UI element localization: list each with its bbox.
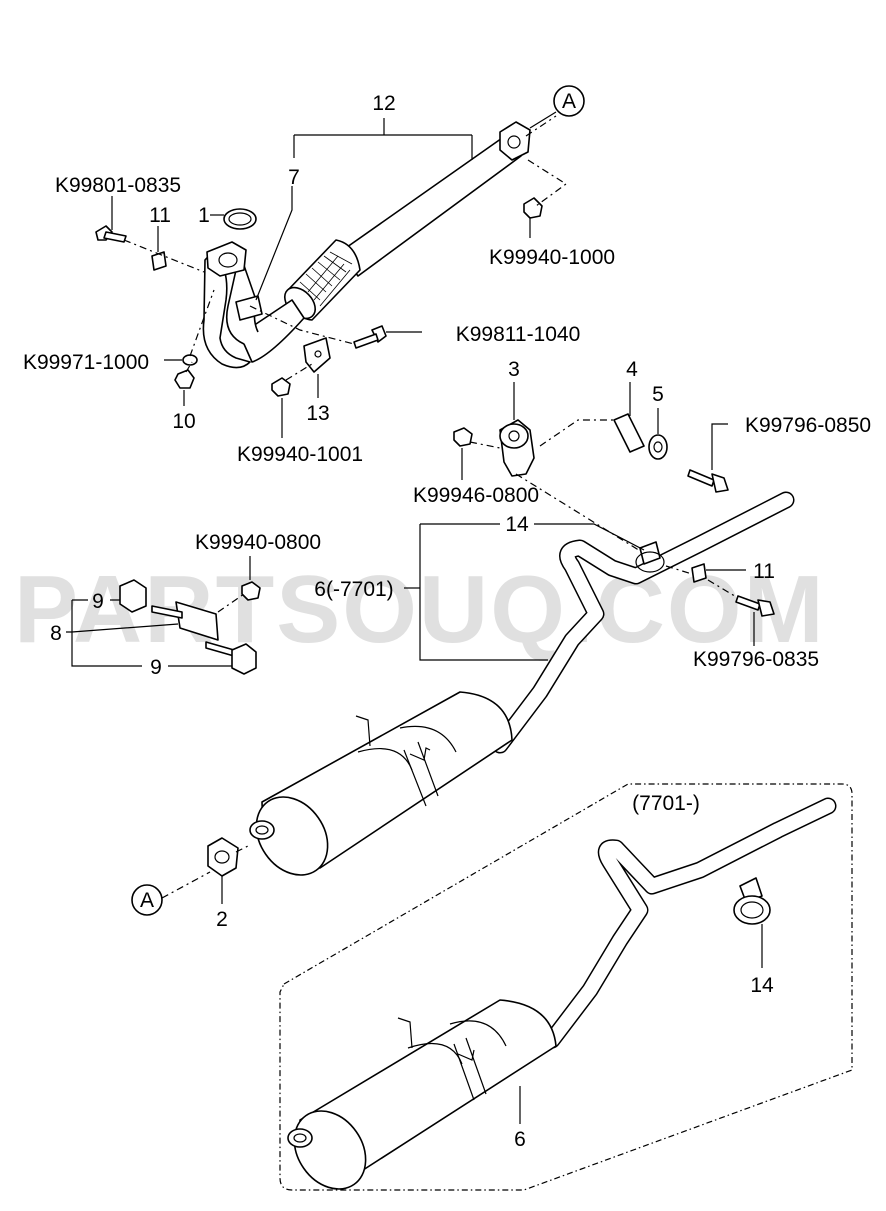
- part-number-k99940-1000: K99940-1000: [489, 246, 615, 269]
- reference-circle-a-bottom: [131, 884, 163, 916]
- callout-3: 3: [508, 358, 520, 381]
- callout-7: 7: [288, 166, 300, 189]
- washer-k99971-1000: [182, 354, 198, 366]
- callout-11-top: 11: [149, 204, 171, 227]
- assembly-line: [161, 871, 211, 899]
- assembly-line: [185, 361, 193, 373]
- gasket-ring-1: [223, 208, 257, 230]
- rubber-9-top: [119, 579, 147, 613]
- rubber-9-bottom: [231, 643, 257, 675]
- watermark-text: PARTSOUQ.COM: [14, 556, 826, 663]
- callout-14-bottom: 14: [750, 974, 774, 997]
- callout-13: 13: [306, 402, 329, 425]
- callout-4: 4: [626, 358, 638, 381]
- assembly-line: [539, 419, 614, 447]
- clamp-14-new: [733, 877, 771, 925]
- pin-4: [613, 413, 645, 453]
- leader-lines: [66, 111, 763, 1124]
- muffler-assembly-new: [287, 797, 837, 1190]
- new-model-dashed-boundary: [279, 783, 853, 1191]
- gasket-flange-2: [207, 837, 239, 877]
- assembly-line: [249, 305, 355, 345]
- washer-5: [648, 434, 668, 460]
- reference-circle-a-top: [553, 85, 585, 117]
- assembly-line: [665, 565, 739, 599]
- bolt-k99796-0835: [735, 595, 775, 617]
- callout-9-top: 9: [92, 590, 104, 613]
- nut-k99940-1001: [271, 377, 291, 397]
- callout-11-right: 11: [753, 560, 775, 583]
- assembly-line: [525, 115, 557, 137]
- callout-7701-new: (7701-): [632, 792, 700, 815]
- part-number-k99796-0835: K99796-0835: [693, 648, 819, 671]
- nut-k99940-1000: [523, 197, 543, 219]
- gasket-flange-2-hole: [214, 850, 230, 864]
- front-pipe-assembly: [202, 121, 531, 373]
- hanger-bracket-8: [151, 601, 235, 657]
- rubber-hanger-3: [499, 419, 535, 477]
- bolt-k99811-1040: [353, 325, 387, 349]
- nut-10: [174, 369, 195, 389]
- bolt-k99801-0835: [95, 225, 127, 243]
- gasket-ring-1-inner: [228, 212, 252, 226]
- callout-9-bottom: 9: [150, 656, 162, 679]
- part-number-k99940-0800: K99940-0800: [195, 531, 321, 554]
- bolt-k99796-0850: [687, 469, 729, 493]
- muffler-assembly-old: [249, 491, 795, 876]
- part-number-k99796-0850: K99796-0850: [745, 414, 871, 437]
- callout-1: 1: [198, 204, 210, 227]
- assembly-line: [285, 363, 313, 381]
- callout-12: 12: [372, 92, 395, 115]
- assembly-line: [527, 159, 568, 207]
- assembly-line: [469, 441, 501, 449]
- assembly-line: [515, 473, 659, 563]
- callout-10: 10: [172, 410, 195, 433]
- callout-14-top: 14: [505, 513, 529, 536]
- part-number-k99971-1000: K99971-1000: [23, 351, 149, 374]
- callout-a-bottom: A: [140, 889, 154, 912]
- callout-5: 5: [652, 383, 664, 406]
- callout-a-top: A: [562, 90, 576, 113]
- assembly-line: [189, 289, 215, 357]
- callout-6-new: 6: [514, 1128, 526, 1151]
- part-number-k99801-0835: K99801-0835: [55, 174, 181, 197]
- assembly-line: [123, 239, 205, 273]
- square-nut-11-top: [151, 251, 167, 271]
- callout-8: 8: [50, 622, 62, 645]
- square-nut-11-right: [691, 563, 707, 583]
- assembly-line: [217, 593, 245, 613]
- assembly-line: [235, 845, 249, 853]
- part-number-k99811-1040: K99811-1040: [456, 323, 581, 346]
- part-number-k99946-0800: K99946-0800: [413, 484, 539, 507]
- nut-k99946-0800: [453, 427, 473, 447]
- part-number-k99940-1001: K99940-1001: [237, 443, 363, 466]
- callout-6-old: 6(-7701): [314, 578, 393, 601]
- washer-5-hole: [653, 441, 663, 453]
- callout-2: 2: [216, 908, 228, 931]
- nut-k99940-0800: [241, 581, 261, 601]
